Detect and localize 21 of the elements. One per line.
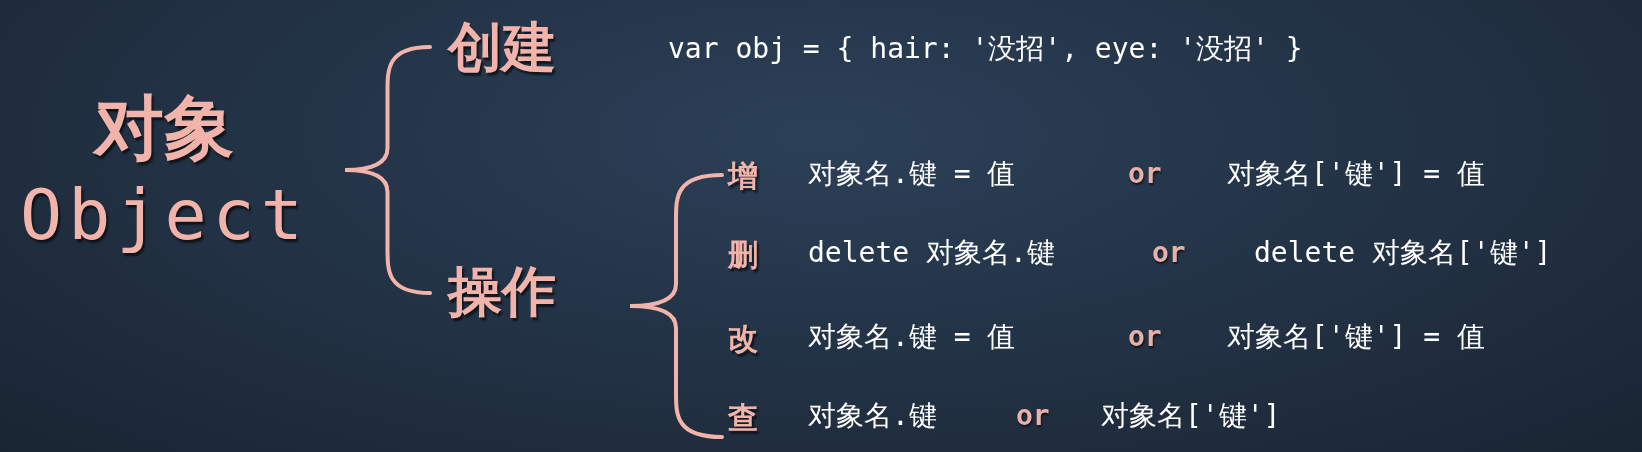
or-keyword: or — [1128, 320, 1162, 354]
code-text: delete 对象名['键'] — [1254, 236, 1552, 270]
code-text: 对象名['键'] = 值 — [1227, 157, 1485, 191]
category-label: 创建 — [448, 18, 556, 78]
category-label: 操作 — [448, 262, 556, 322]
or-keyword: or — [1016, 399, 1050, 433]
code-text: 对象名['键'] — [1101, 399, 1281, 433]
code-text: 对象名.键 = 值 — [808, 320, 1016, 354]
operation-label: 查 — [728, 401, 758, 434]
title-text: Object — [20, 177, 309, 254]
or-keyword: or — [1152, 236, 1186, 270]
operation-label: 改 — [728, 322, 758, 355]
title-text: 对象 — [94, 90, 235, 167]
code-text: 对象名['键'] = 值 — [1227, 320, 1485, 354]
code-text: delete 对象名.键 — [808, 236, 1055, 270]
operation-label: 删 — [728, 238, 758, 271]
code-text: var obj = { hair: '没招', eye: '没招' } — [668, 32, 1303, 66]
code-text: 对象名.键 = 值 — [808, 157, 1016, 191]
operation-label: 增 — [728, 159, 758, 192]
code-text: 对象名.键 — [808, 399, 937, 433]
or-keyword: or — [1128, 157, 1162, 191]
